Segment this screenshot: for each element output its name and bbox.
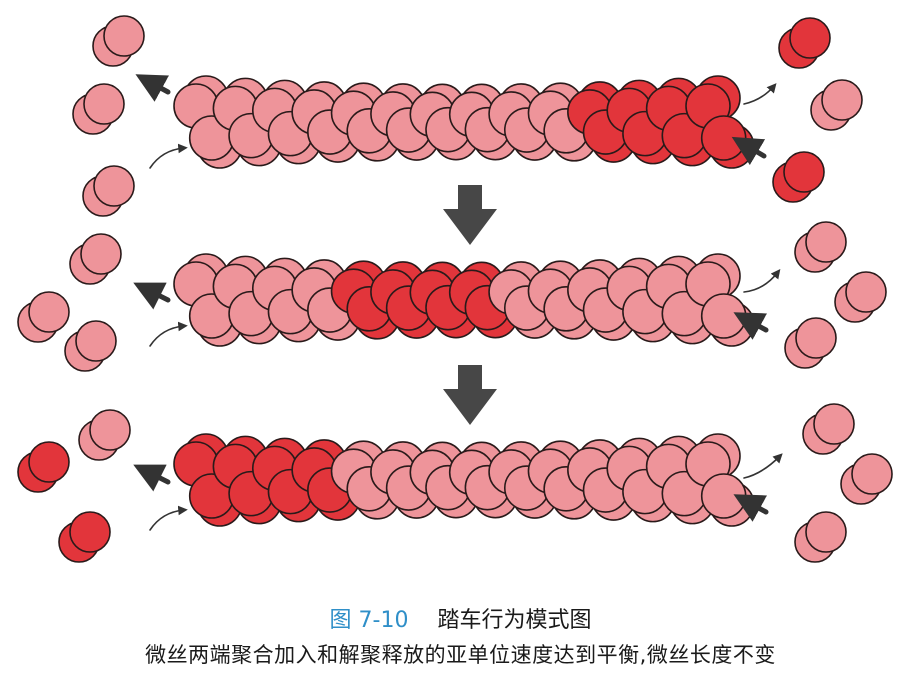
actin-subunit — [28, 291, 70, 333]
free-subunit — [58, 511, 111, 563]
release-arrow — [743, 83, 777, 105]
down-arrow-1 — [443, 185, 497, 245]
join-arrow — [149, 321, 188, 347]
free-subunit — [772, 151, 825, 203]
actin-subunit — [103, 15, 145, 57]
actin-subunit — [80, 233, 122, 275]
actin-subunit — [851, 453, 893, 495]
free-subunit — [802, 403, 855, 455]
free-subunit — [64, 320, 117, 372]
figure-description: 微丝两端聚合加入和解聚释放的亚单位速度达到平衡,微丝长度不变 — [145, 643, 776, 667]
filament-1 — [173, 75, 755, 169]
free-subunit — [794, 511, 847, 563]
free-subunit — [82, 165, 135, 217]
actin-subunit — [805, 511, 847, 553]
actin-subunit — [845, 271, 887, 313]
actin-subunit — [83, 83, 125, 125]
actin-subunit — [795, 317, 837, 359]
actin-subunit — [700, 473, 747, 519]
actin-subunit — [75, 320, 117, 362]
actin-subunit — [89, 409, 131, 451]
treadmilling-diagram — [17, 15, 893, 563]
actin-subunit — [69, 511, 111, 553]
actin-subunit — [28, 441, 70, 483]
actin-subunit — [821, 79, 863, 121]
join-arrow — [149, 143, 188, 169]
free-subunit — [840, 453, 893, 505]
join-arrow — [149, 505, 188, 531]
actin-subunit — [93, 165, 135, 207]
figure-label: 图 7-10 踏车行为模式图 — [0, 606, 921, 636]
free-subunit — [794, 221, 847, 273]
free-subunit — [92, 15, 145, 67]
free-subunit — [69, 233, 122, 285]
free-subunits — [17, 15, 893, 563]
actin-subunit — [813, 403, 855, 445]
join-arrow — [733, 494, 769, 522]
filament-3 — [173, 433, 755, 527]
down-arrow-2 — [443, 365, 497, 425]
join-arrow — [733, 312, 769, 340]
release-arrow — [135, 74, 171, 102]
free-subunit — [78, 409, 131, 461]
filament-2 — [173, 253, 755, 347]
release-arrow — [133, 464, 171, 492]
release-arrow — [133, 282, 171, 310]
figure-title: 踏车行为模式图 — [437, 608, 592, 633]
join-arrow — [731, 136, 767, 166]
free-subunit — [72, 83, 125, 135]
free-subunit — [784, 317, 837, 369]
figure-caption: 图 7-10 踏车行为模式图 微丝两端聚合加入和解聚释放的亚单位速度达到平衡,微… — [0, 600, 921, 681]
free-subunit — [17, 291, 70, 343]
flow-arrows — [133, 74, 783, 531]
actin-subunit — [783, 151, 825, 193]
actin-subunit — [700, 293, 747, 339]
free-subunit — [778, 17, 831, 69]
release-arrow — [743, 268, 781, 293]
release-arrow — [743, 453, 783, 479]
free-subunit — [834, 271, 887, 323]
figure-number: 图 7-10 — [329, 608, 409, 633]
actin-subunit — [700, 115, 747, 161]
actin-subunit — [789, 17, 831, 59]
actin-subunit — [805, 221, 847, 263]
free-subunit — [17, 441, 70, 493]
free-subunit — [810, 79, 863, 131]
